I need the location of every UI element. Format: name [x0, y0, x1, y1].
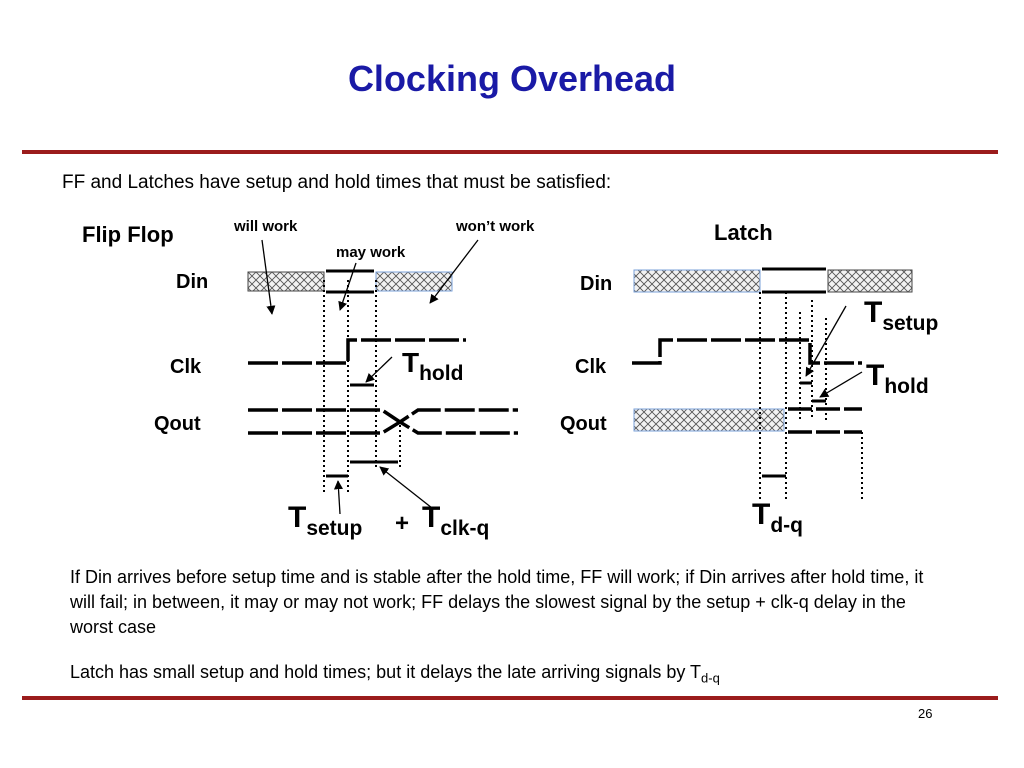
latch-tsetup-label: Tsetup [864, 296, 938, 335]
latch-din-early-region [633, 269, 761, 293]
explanation-paragraph-2: Latch has small setup and hold times; bu… [70, 662, 720, 686]
ff-thold-label: Thold [402, 347, 463, 385]
ff-clk-waveform [248, 338, 466, 365]
latch-diagram: Latch Din Clk Qout [560, 220, 938, 537]
bottom-divider [22, 696, 998, 700]
ff-heading: Flip Flop [82, 222, 174, 247]
ff-may-work-label: may work [336, 244, 406, 261]
latch-qout-label: Qout [560, 413, 607, 435]
latch-qout-unknown-region [633, 408, 785, 432]
latch-din-late-region [827, 269, 913, 293]
intro-text: FF and Latches have setup and hold times… [62, 172, 612, 193]
ff-will-work-label: will work [233, 218, 298, 235]
page-number: 26 [918, 706, 933, 721]
ff-clkq-arrow [379, 466, 433, 509]
ff-qout-label: Qout [154, 413, 201, 435]
top-divider [22, 150, 998, 154]
ff-hold-arrow [365, 356, 393, 383]
latch-din-label: Din [580, 273, 612, 295]
ff-din-label: Din [176, 271, 208, 293]
ff-tclkq-label: Tclk-q [422, 501, 489, 540]
page-title: Clocking Overhead [347, 58, 677, 99]
ff-din-window [326, 269, 374, 294]
latch-setup-arrow [805, 305, 847, 377]
ff-tsetup-label: Tsetup [288, 501, 362, 540]
latch-clk-waveform [632, 338, 862, 365]
latch-din-window [762, 267, 826, 294]
ff-wont-work-arrow [429, 239, 479, 304]
ff-qout-waveform [248, 408, 518, 435]
latch-heading: Latch [714, 220, 773, 245]
ff-clk-label: Clk [170, 356, 202, 378]
latch-thold-label: Thold [866, 359, 929, 398]
latch-clk-label: Clk [575, 356, 607, 378]
ff-din-early-region [247, 271, 325, 292]
ff-timing-guides [323, 280, 401, 495]
latch-tdq-label: Td-q [752, 498, 803, 537]
explanation-paragraph-1: If Din arrives before setup time and is … [70, 567, 924, 637]
ff-wont-work-label: won’t work [455, 218, 535, 235]
ff-will-work-arrow [261, 239, 276, 315]
ff-setup-arrow [333, 480, 344, 515]
ff-plus-sign: + [395, 510, 409, 537]
latch-timing-guides [759, 292, 863, 500]
flip-flop-diagram: Flip Flop will work may work won’t work … [82, 218, 535, 540]
latch-hold-arrow [819, 371, 863, 398]
